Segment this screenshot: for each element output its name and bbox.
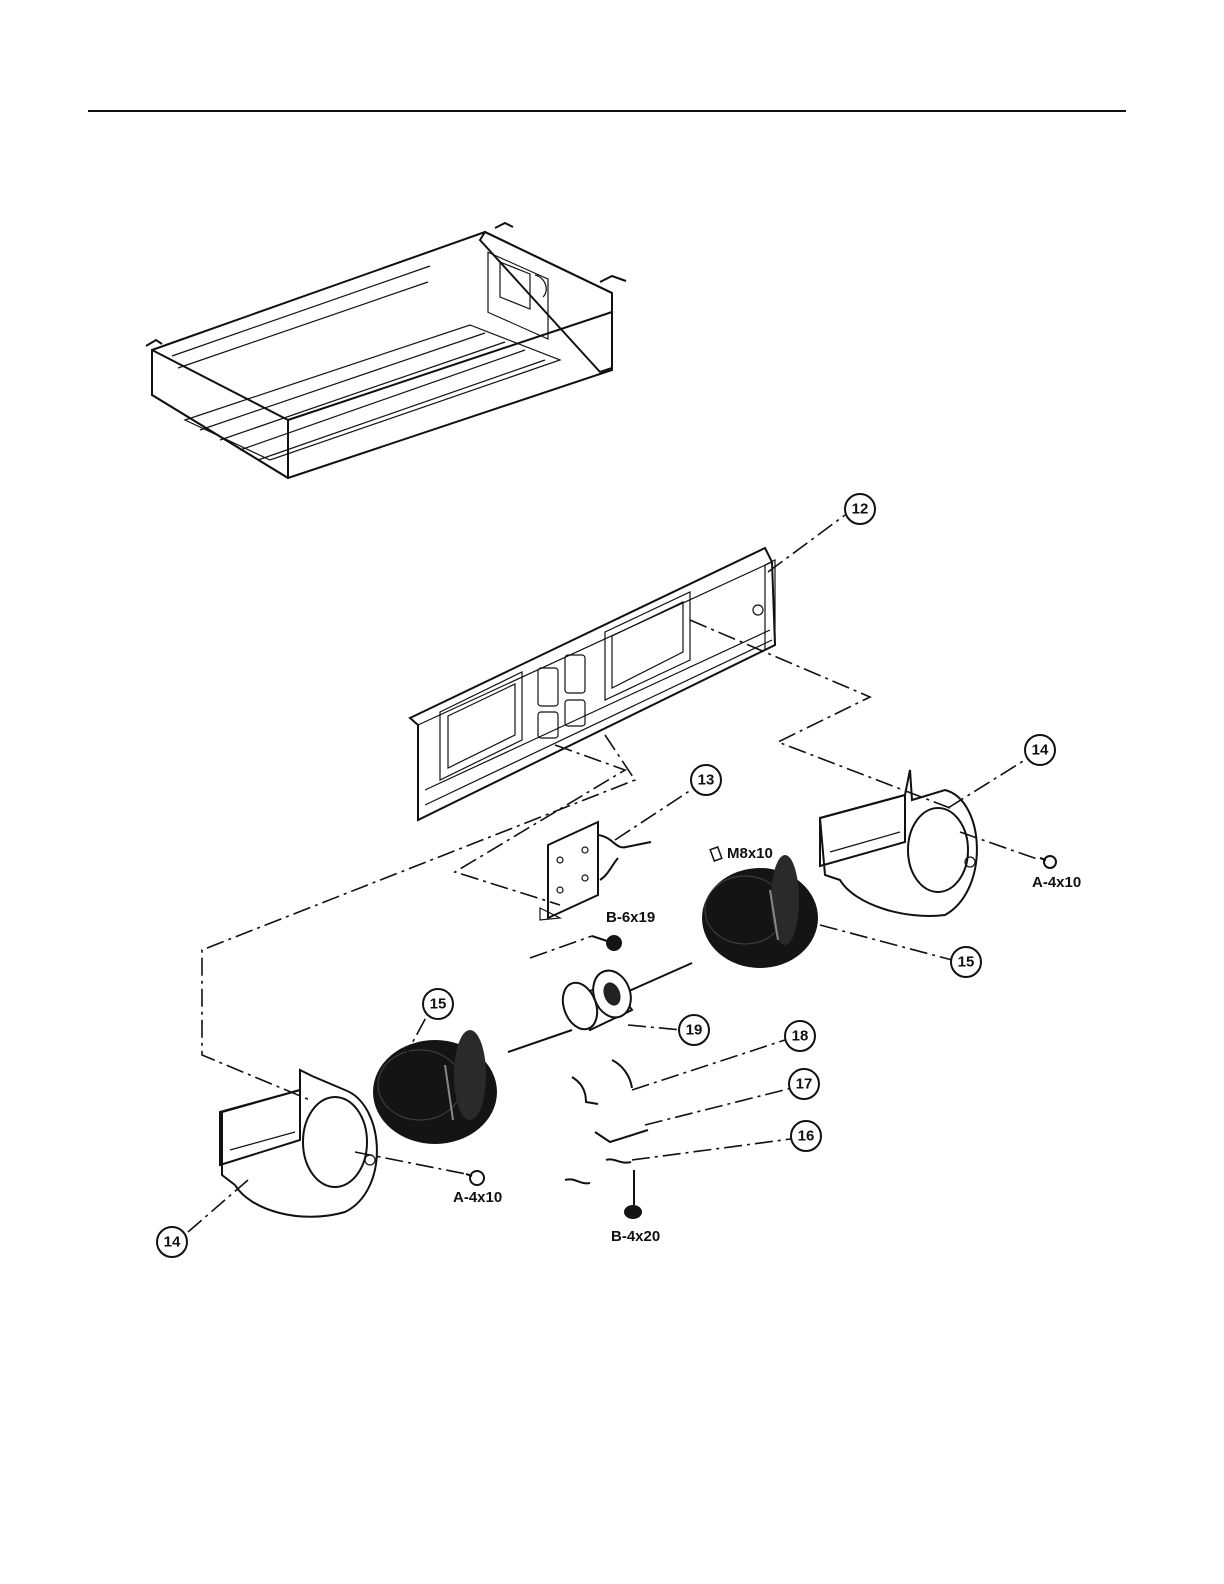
callout-16-label: 16 — [798, 1128, 815, 1145]
label-a4x10-right: A-4x10 — [1032, 874, 1081, 891]
callout-12: 12 — [845, 494, 875, 524]
callout-13-label: 13 — [698, 772, 715, 789]
callout-15-right: 15 — [951, 947, 981, 977]
bolt-b4x20 — [624, 1170, 642, 1219]
callout-19: 19 — [679, 1015, 709, 1045]
callout-18: 18 — [785, 1021, 815, 1051]
callout-14-left: 14 — [157, 1227, 187, 1257]
callout-14-right: 14 — [1025, 735, 1055, 765]
callout-15-right-label: 15 — [958, 954, 975, 971]
fan-motor — [508, 963, 692, 1052]
label-a4x10-left: A-4x10 — [453, 1189, 502, 1206]
label-m8x10: M8x10 — [727, 845, 773, 862]
callout-12-label: 12 — [852, 501, 869, 518]
blower-wheel-right — [702, 855, 818, 968]
fan-housing-left — [220, 1070, 377, 1217]
callout-16: 16 — [791, 1121, 821, 1151]
callout-15-left: 15 — [423, 989, 453, 1019]
label-b4x20: B-4x20 — [611, 1228, 660, 1245]
callout-14-right-label: 14 — [1032, 742, 1049, 759]
callout-17: 17 — [789, 1069, 819, 1099]
callout-19-label: 19 — [686, 1022, 703, 1039]
set-screw-m8x10 — [710, 847, 722, 861]
callout-14-left-label: 14 — [164, 1234, 181, 1251]
bolt-b6x19 — [592, 935, 622, 951]
motor-bracket — [540, 822, 651, 920]
screw-a4x10-right — [1040, 856, 1056, 868]
fan-housing-right — [820, 770, 977, 916]
indoor-unit-overview — [146, 223, 626, 478]
callout-15-left-label: 15 — [430, 996, 447, 1013]
screw-a4x10-left — [466, 1171, 484, 1185]
blower-wheel-left — [373, 1030, 497, 1144]
callout-13: 13 — [691, 765, 721, 795]
label-b6x19: B-6x19 — [606, 909, 655, 926]
callout-18-label: 18 — [792, 1028, 809, 1045]
callout-17-label: 17 — [796, 1076, 813, 1093]
motor-clamp-assembly — [565, 1060, 648, 1183]
